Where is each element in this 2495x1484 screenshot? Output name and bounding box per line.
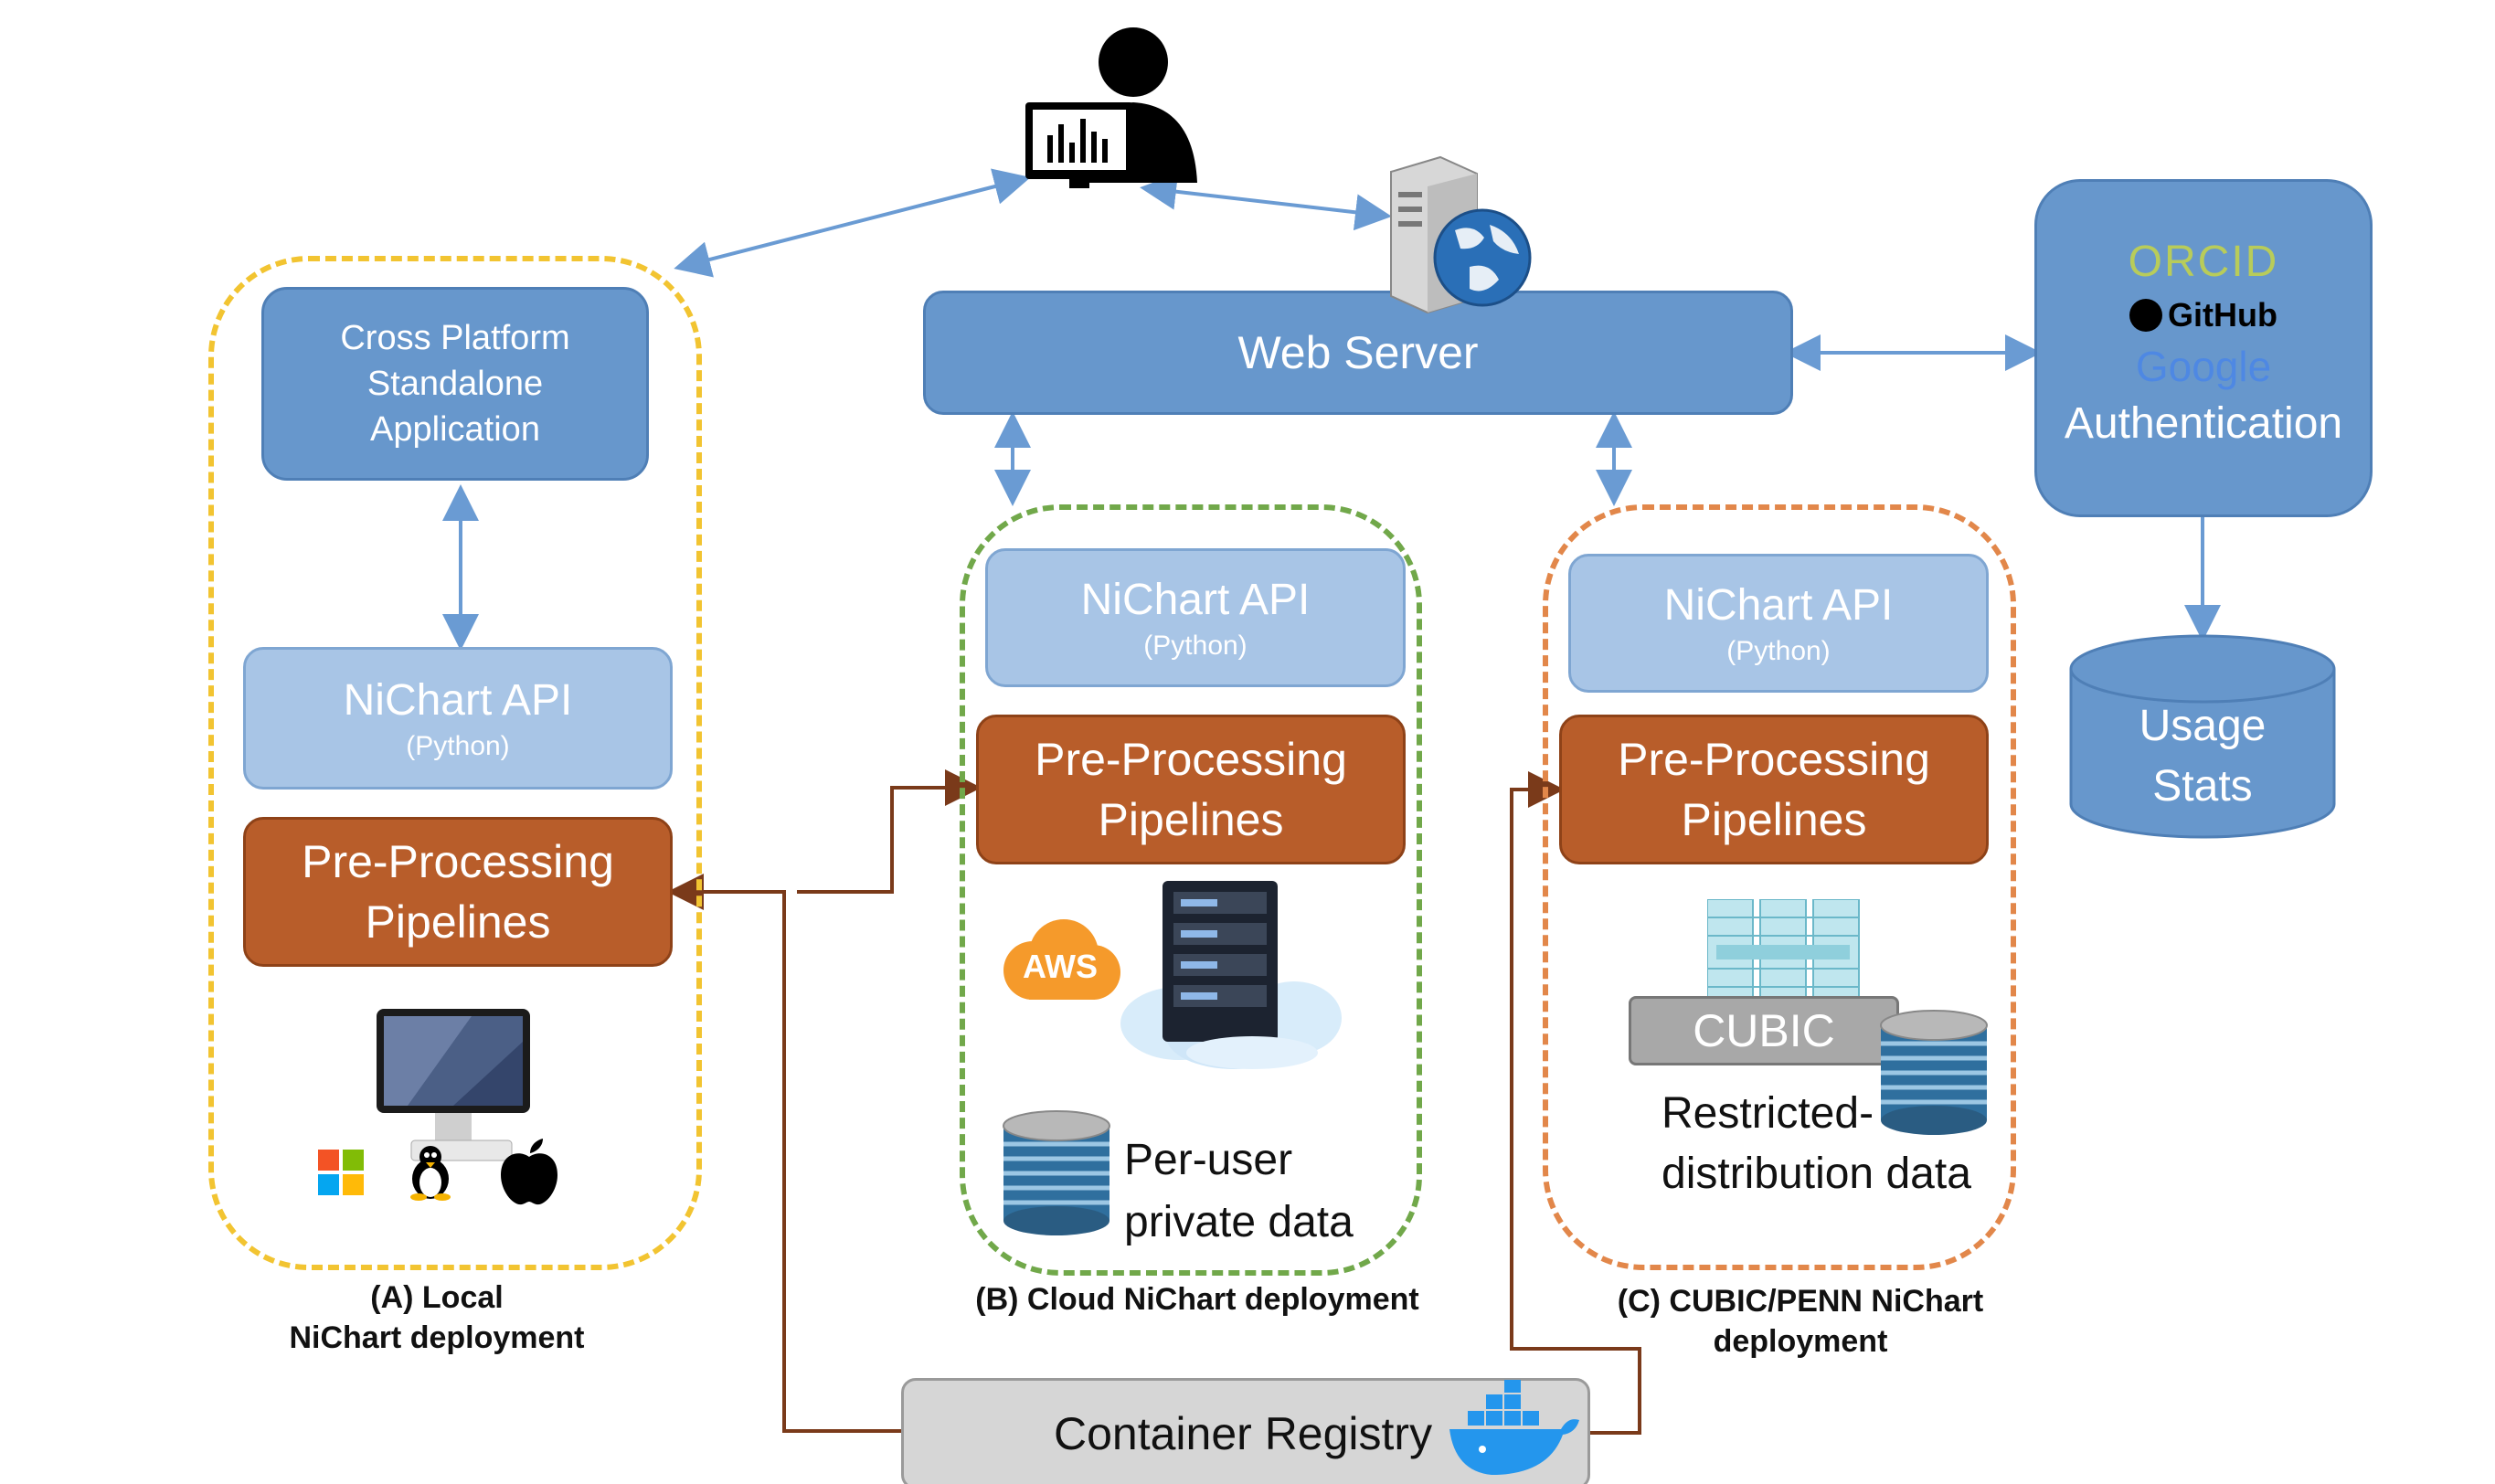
local-pipelines-box: Pre-Processing Pipelines: [243, 817, 673, 967]
cloud-data-line1: Per-user: [1124, 1136, 1293, 1184]
usage-stats-database-icon: [2069, 634, 2336, 839]
github-label: GitHub: [2168, 296, 2277, 334]
container-registry-label: Container Registry: [1054, 1408, 1433, 1459]
docker-whale-icon: [1449, 1380, 1579, 1475]
aws-cloud-icon: [1003, 919, 1120, 1000]
connector-registry-local: [667, 874, 901, 1433]
local-deployment-region: [208, 256, 702, 1270]
cloud-pipe-line2: Pipelines: [1098, 794, 1284, 845]
cloud-database-icon: [1003, 1110, 1110, 1235]
usage-line2: Stats: [2152, 762, 2253, 811]
cubic-pipelines-box: Pre-Processing Pipelines: [1559, 715, 1989, 864]
github-logo: GitHub: [2129, 296, 2277, 334]
local-api-box: NiChart API (Python): [243, 647, 673, 790]
user-at-monitor-icon: [1025, 27, 1197, 188]
cloud-pipe-line1: Pre-Processing: [1035, 734, 1347, 785]
local-api-sub: (Python): [406, 730, 510, 761]
cloud-pipelines-box: Pre-Processing Pipelines: [976, 715, 1406, 864]
local-pipe-line2: Pipelines: [365, 896, 551, 948]
cubic-pipe-line2: Pipelines: [1681, 794, 1867, 845]
web-server-box: Web Server: [923, 291, 1793, 415]
standalone-app-box: Cross Platform Standalone Application: [261, 287, 649, 481]
authentication-box: ORCID GitHub Google Authentication: [2034, 179, 2373, 517]
local-caption: (A) Local NiChart deployment: [227, 1277, 647, 1358]
local-caption-line2: NiChart deployment: [289, 1320, 585, 1355]
cubic-data-label: Restricted- distribution data: [1662, 1084, 1971, 1204]
arrow-user-local: [674, 168, 1031, 278]
local-pipe-line1: Pre-Processing: [302, 836, 614, 887]
cubic-api-box: NiChart API (Python): [1568, 554, 1989, 693]
cubic-deployment-region: [1543, 504, 2016, 1270]
cubic-data-line2: distribution data: [1662, 1150, 1971, 1198]
app-line3: Application: [370, 410, 540, 449]
cubic-api-sub: (Python): [1726, 635, 1831, 666]
apple-icon: [501, 1139, 557, 1205]
usage-stats-label: Usage Stats: [2065, 694, 2340, 819]
cloud-api-box: NiChart API (Python): [985, 548, 1406, 687]
orcid-logo: ORCID: [2128, 238, 2279, 286]
cubic-api-title: NiChart API: [1663, 580, 1894, 630]
server-rack-cloud-icon: [1120, 881, 1342, 1069]
cubic-box: CUBIC: [1629, 996, 1899, 1065]
github-icon: [2129, 299, 2162, 332]
cloud-api-title: NiChart API: [1080, 575, 1311, 624]
linux-icon: [410, 1146, 451, 1201]
web-server-label: Web Server: [1237, 327, 1479, 378]
cubic-label: CUBIC: [1693, 1005, 1835, 1056]
cloud-data-line2: private data: [1124, 1198, 1354, 1246]
app-line2: Standalone: [366, 365, 544, 403]
cloud-deployment-region: [960, 504, 1422, 1276]
windows-icon: [318, 1150, 364, 1195]
cluster-icon: [1707, 899, 1860, 1006]
cloud-api-sub: (Python): [1143, 630, 1248, 661]
local-api-title: NiChart API: [343, 675, 573, 725]
cubic-pipe-line1: Pre-Processing: [1618, 734, 1930, 785]
authentication-label: Authentication: [2064, 399, 2343, 448]
google-logo: Google: [2135, 343, 2272, 390]
cloud-caption: (B) Cloud NiChart deployment: [975, 1282, 1419, 1317]
container-registry-box: Container Registry: [901, 1378, 1590, 1484]
cloud-data-label: Per-user private data: [1124, 1129, 1354, 1254]
aws-label: AWS: [1022, 948, 1098, 985]
usage-line1: Usage: [2139, 702, 2267, 750]
imac-icon: [377, 1009, 530, 1161]
web-server-globe-icon: [1390, 155, 1532, 314]
cubic-database-icon: [1880, 1010, 1988, 1135]
connector-registry-cubic: [1510, 771, 1641, 1435]
connector-registry-cloud: [797, 769, 982, 894]
cubic-data-line1: Restricted-: [1662, 1089, 1874, 1138]
local-caption-line1: (A) Local: [370, 1280, 504, 1315]
cubic-caption: (C) CUBIC/PENN NiChart deployment: [1617, 1284, 1984, 1359]
app-line1: Cross Platform: [340, 319, 570, 357]
arrow-user-server: [1140, 173, 1392, 231]
